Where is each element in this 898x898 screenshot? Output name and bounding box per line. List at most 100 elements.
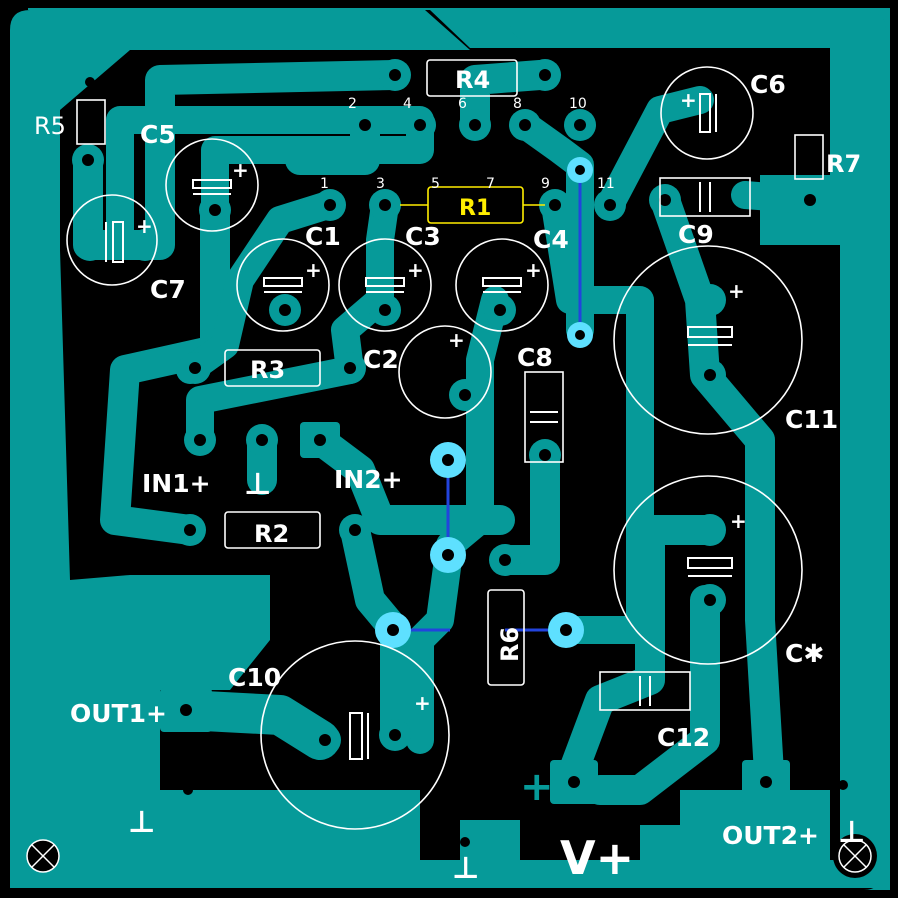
- pin-10: 10: [569, 96, 587, 112]
- label-c12: C12: [657, 723, 710, 752]
- drill-holes: [82, 69, 848, 847]
- ground-symbol-in: ⊥: [244, 467, 271, 502]
- label-cstar: C✱: [785, 639, 824, 668]
- ground-symbol-out2: ⊥: [838, 815, 865, 850]
- polarity-c4: +: [525, 258, 542, 282]
- mounting-hole-left: [21, 834, 65, 878]
- label-r4: R4: [455, 66, 490, 94]
- trace-5: [176, 191, 342, 384]
- c1-outline: [236, 238, 330, 332]
- pin-numbers: 1 2 3 4 5 6 7 8 9 10 11: [320, 96, 615, 192]
- label-plus: +: [520, 764, 554, 810]
- c7-outline: [66, 194, 158, 286]
- trace-14: [585, 585, 720, 805]
- polarity-cstar: +: [730, 509, 747, 533]
- c4-outline: [455, 238, 549, 332]
- via: [548, 612, 584, 648]
- label-c5: C5: [140, 120, 176, 149]
- c6-outline: [660, 66, 754, 160]
- pin-6: 6: [458, 96, 467, 112]
- label-c9: C9: [678, 220, 714, 249]
- label-vplus: V+: [560, 831, 634, 885]
- polarity-marks: + + + + + + + + + +: [136, 88, 747, 715]
- c8-outline: [524, 371, 564, 463]
- label-r1: R1: [459, 196, 491, 221]
- via: [567, 322, 593, 348]
- c3-outline: [338, 238, 432, 332]
- connector-labels: IN1+ IN2+ OUT1+ OUT2+ V+ + ⊥ ⊥ ⊥ ⊥: [70, 465, 865, 886]
- polarity-c11: +: [728, 279, 745, 303]
- r7-outline: [794, 134, 824, 180]
- r5-outline: [76, 99, 106, 145]
- label-r7: R7: [826, 150, 861, 178]
- label-c10: C10: [228, 663, 281, 692]
- component-labels: R4 R1 R3 R2 R5 R7 R6 C5 C7 C1 C3 C4 C2 C…: [34, 66, 861, 752]
- label-c11: C11: [785, 405, 838, 434]
- via: [567, 157, 593, 183]
- cap-symbols: [105, 93, 733, 760]
- label-out1: OUT1+: [70, 699, 167, 728]
- c5-outline: [165, 138, 259, 232]
- label-in2: IN2+: [334, 465, 403, 494]
- label-c6: C6: [750, 70, 786, 99]
- trace-9: [541, 191, 654, 644]
- label-c8: C8: [517, 343, 553, 372]
- polarity-c6: +: [680, 88, 697, 112]
- copper-layer: [10, 8, 890, 890]
- pin-4: 4: [403, 96, 412, 112]
- pin-2: 2: [348, 96, 357, 112]
- trace-16: [340, 515, 410, 750]
- copper-pour-left: [10, 10, 470, 860]
- via: [430, 537, 466, 573]
- polarity-c2: +: [448, 328, 465, 352]
- cstar-outline: [613, 475, 803, 665]
- pin-11: 11: [597, 176, 615, 192]
- pad-layer: [72, 59, 848, 847]
- label-c2: C2: [363, 345, 399, 374]
- pin-1: 1: [320, 176, 329, 192]
- mounting-hole-right: [833, 834, 877, 878]
- label-r6: R6: [496, 627, 524, 662]
- trace-15: [305, 425, 515, 535]
- trace-11: [596, 86, 714, 219]
- ground-symbol-vplus: ⊥: [452, 851, 479, 886]
- polarity-c7: +: [136, 214, 153, 238]
- silkscreen-layer: [66, 59, 824, 830]
- trace-18: [165, 690, 340, 760]
- pin-8: 8: [513, 96, 522, 112]
- polarity-c10: +: [414, 691, 431, 715]
- trace-4: [100, 195, 230, 545]
- trace-12: [650, 185, 785, 805]
- pin-5: 5: [431, 176, 440, 192]
- via: [375, 612, 411, 648]
- label-c7: C7: [150, 275, 186, 304]
- pin-7: 7: [486, 176, 495, 192]
- via: [430, 442, 466, 478]
- label-r2: R2: [254, 520, 289, 548]
- c9-outline: [659, 177, 751, 217]
- label-r3: R3: [250, 356, 285, 384]
- label-out2: OUT2+: [722, 821, 819, 850]
- copper-pour-right: [510, 12, 886, 880]
- r4-outline: [426, 59, 518, 97]
- c12-outline: [599, 671, 691, 711]
- c2-outline: [398, 325, 492, 419]
- r6-outline: [487, 589, 525, 686]
- ground-symbol-out1: ⊥: [128, 805, 155, 840]
- copper-pour-bottom: [10, 790, 890, 888]
- polarity-c3: +: [407, 258, 424, 282]
- label-in1: IN1+: [142, 469, 211, 498]
- label-c3: C3: [405, 222, 441, 251]
- label-c1: C1: [305, 222, 341, 251]
- polarity-c5: +: [232, 158, 249, 182]
- pin-9: 9: [541, 176, 550, 192]
- label-r5: R5: [34, 112, 66, 140]
- label-c4: C4: [533, 225, 569, 254]
- r3-outline: [224, 349, 321, 387]
- c11-outline: [613, 245, 803, 435]
- polarity-c1: +: [305, 258, 322, 282]
- pin-3: 3: [376, 176, 385, 192]
- c10-outline: [260, 640, 450, 830]
- mounting-holes: [21, 834, 877, 878]
